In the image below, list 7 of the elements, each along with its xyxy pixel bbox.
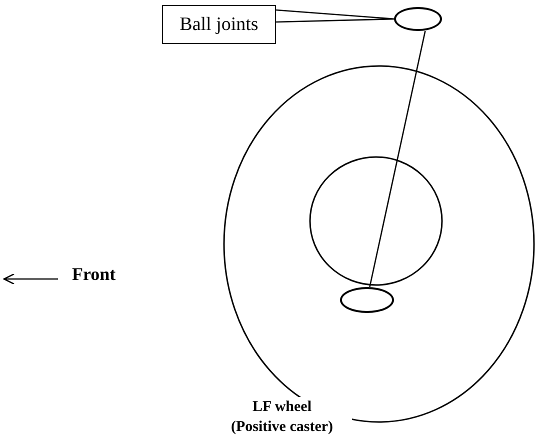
callout-box bbox=[162, 5, 276, 44]
leader-line bbox=[275, 9, 396, 23]
steering-axis-line bbox=[369, 30, 426, 288]
ball-joint-ellipse bbox=[340, 287, 394, 313]
direction-label: Front bbox=[72, 264, 117, 284]
ball-joint-ellipse bbox=[394, 7, 442, 31]
callout-text: Ball joints bbox=[180, 14, 258, 36]
